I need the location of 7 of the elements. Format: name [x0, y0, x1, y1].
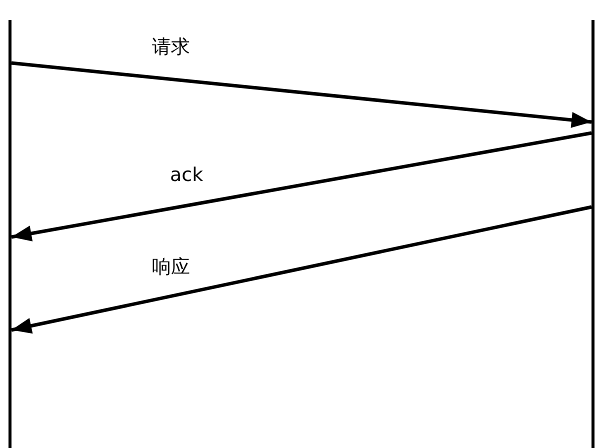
- arrow: [11, 61, 592, 128]
- edge-label: 请求: [150, 36, 192, 58]
- lifeline: [8, 20, 12, 448]
- lifeline: [592, 20, 594, 448]
- arrow: [11, 205, 592, 334]
- arrow: [11, 131, 592, 242]
- edge-label: 响应: [150, 256, 192, 278]
